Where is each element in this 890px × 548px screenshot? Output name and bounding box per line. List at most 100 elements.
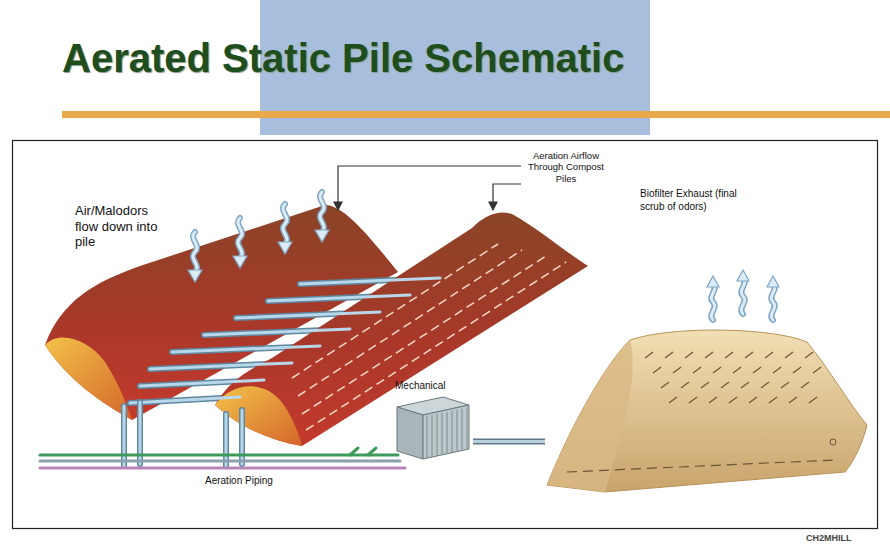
illustration-part (709, 397, 717, 403)
mechanical-node: Mechanical (393, 380, 473, 463)
illustration-part (769, 397, 777, 403)
illustration-part (547, 330, 867, 492)
illustration-part (123, 406, 126, 466)
illustration-part (452, 411, 453, 453)
illustration-part (300, 278, 440, 284)
illustration-part (423, 405, 469, 459)
illustration-part (801, 382, 809, 388)
illustration-part (705, 352, 713, 358)
illustration-part (761, 382, 769, 388)
frame (13, 141, 878, 529)
illustration-part (645, 352, 821, 403)
illustration-part (693, 367, 701, 373)
illustration-part (278, 204, 292, 254)
callout-note: Aeration Airflow Through Compost Piles (525, 150, 607, 184)
illustration-part (789, 397, 797, 403)
illustration-part (689, 397, 697, 403)
illustration-part (701, 382, 709, 388)
illustration-part (725, 352, 733, 358)
illustration-part (753, 367, 761, 373)
illustration-part (805, 352, 813, 358)
illustration-part (204, 329, 350, 335)
illustration-part (741, 278, 744, 314)
illustration-part (765, 352, 773, 358)
illustration-part (707, 276, 719, 320)
illustration-part (813, 367, 821, 373)
illustration-part (130, 397, 240, 403)
illustration-part (121, 406, 127, 466)
illustration-part (737, 270, 749, 281)
illustration-part (733, 367, 741, 373)
illustration-part (40, 467, 405, 470)
illustration-part (771, 284, 774, 320)
illustration-part (489, 202, 497, 210)
illustration-part (567, 460, 835, 472)
illustration-part (140, 380, 264, 386)
pile-note: Air/Malodors flow down into pile (75, 203, 160, 250)
aeration-pipes-top (130, 278, 440, 403)
illustration-part (741, 382, 749, 388)
node-label: Biofilter Exhaust (final scrub of odors) (640, 188, 748, 213)
illustration-part (711, 284, 714, 320)
illustration-part (737, 270, 749, 314)
node-label: Mechanical (393, 380, 473, 391)
illustration-part (809, 397, 817, 403)
illustration-part (773, 367, 781, 373)
illustration-part (188, 232, 202, 282)
illustration-part (749, 397, 757, 403)
callout-leaders (334, 166, 521, 210)
illustration-part (793, 367, 801, 373)
slide-title: Aerated Static Pile Schematic (62, 36, 624, 81)
illustration-part (306, 262, 566, 430)
illustration-part (685, 352, 693, 358)
illustration-part (669, 397, 677, 403)
illustration-part (292, 244, 498, 378)
illustration-part (767, 276, 779, 287)
illustration-part (233, 218, 247, 268)
illustration-part (457, 410, 458, 452)
illustration-part (729, 397, 737, 403)
illustration-part (40, 454, 398, 457)
illustration-part (781, 382, 789, 388)
illustration-part (236, 312, 380, 318)
illustration-part (493, 184, 521, 203)
illustration-part (673, 367, 681, 373)
illustration-part (442, 413, 443, 455)
airflow-arrows (188, 192, 329, 282)
illustration-part (350, 448, 358, 455)
illustration-part (665, 352, 673, 358)
illustration-part (830, 439, 836, 445)
logo-watermark: CH2MHILL (806, 533, 852, 543)
illustration-part (447, 412, 448, 454)
illustration-part (661, 382, 669, 388)
illustration-part (437, 414, 438, 456)
illustration-part (785, 352, 793, 358)
pipe-connector (473, 441, 545, 442)
illustration-part (467, 407, 468, 449)
illustration-part (368, 448, 376, 455)
illustration-part (298, 250, 522, 396)
illustration-part (172, 346, 320, 352)
illustration-part (223, 414, 229, 466)
illustration-part (397, 407, 423, 459)
illustration-part (707, 276, 719, 287)
illustration-part (315, 192, 329, 242)
header-pipes (40, 448, 405, 468)
illustration-part (150, 363, 292, 369)
biofilter-pile (545, 180, 870, 495)
illustration-part (767, 276, 779, 320)
illustration-part (645, 352, 653, 358)
illustration-part (713, 367, 721, 373)
biofilter-node: Biofilter Exhaust (final scrub of odors) (545, 180, 870, 495)
illustration-part (462, 409, 463, 451)
illustration-part (45, 337, 132, 420)
illustration-part (338, 166, 521, 203)
illustration-part (427, 416, 428, 458)
title-rule (62, 111, 890, 118)
illustration-part (745, 352, 753, 358)
illustration-part (268, 295, 410, 301)
illustration-part (771, 284, 774, 320)
illustration-part (432, 415, 433, 457)
pipe-core (473, 440, 545, 443)
